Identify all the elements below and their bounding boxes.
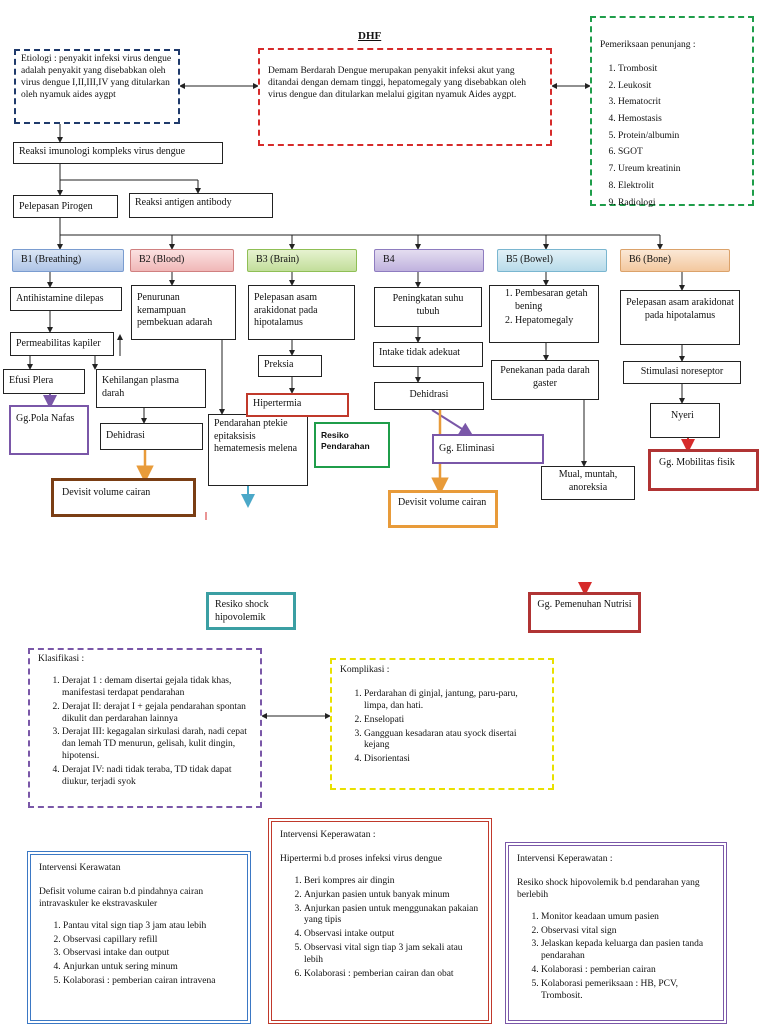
pelepasan-pirogen-box: Pelepasan Pirogen [13,195,118,218]
penunjang-title: Pemeriksaan penunjang : [600,40,696,50]
list-item: Observasi capillary refill [63,935,239,947]
mual-box: Mual, muntah, anoreksia [541,466,635,500]
klasifikasi-title: Klasifikasi : [38,654,85,664]
diagram-title: DHF [358,30,382,44]
list-item: Enselopati [364,715,544,727]
list-item: Ureum kreatinin [618,162,744,177]
list-item: Anjurkan untuk sering minum [63,962,239,974]
nutrisi-box: Gg. Pemenuhan Nutrisi [528,592,641,633]
header-b6: B6 (Bone) [620,249,730,272]
intervensi-1-title: Intervensi Kerawatan [39,863,121,873]
klasifikasi-box: Klasifikasi : Derajat 1 : demam disertai… [28,648,262,808]
list-item: Leukosit [618,79,744,94]
list-item: Elektrolit [618,179,744,194]
antihistamine-box: Antihistamine dilepas [10,287,122,311]
intervensi-3-title: Intervensi Keperawatan : [517,854,613,864]
list-item: Observasi intake dan output [63,948,239,960]
list-item: Hepatomegaly [515,315,595,328]
list-item: Observasi vital sign tiap 3 jam sekali a… [304,943,480,967]
nyeri-box: Nyeri [650,403,720,438]
eliminasi-box: Gg. Eliminasi [432,434,544,464]
list-item: Observasi intake output [304,929,480,941]
intervensi-1-list: Pantau vital sign tiap 3 jam atau lebihO… [39,921,239,988]
list-item: Radiologi [618,196,744,211]
mobilitas-box: Gg. Mobilitas fisik [648,449,759,491]
komplikasi-box: Komplikasi : Perdarahan di ginjal, jantu… [330,658,554,790]
list-item: Jelaskan kepada keluarga dan pasien tand… [541,939,715,963]
penunjang-box: Pemeriksaan penunjang : TrombositLeukosi… [590,16,754,208]
definisi-box: Demam Berdarah Dengue merupakan penyakit… [258,48,552,146]
definisi-text: Demam Berdarah Dengue merupakan penyakit… [268,66,527,100]
preksia-box: Preksia [258,355,322,377]
efusi-box: Efusi Plera [3,369,85,394]
list-item: Anjurkan pasien untuk menggunakan pakaia… [304,904,480,928]
list-item: Monitor keadaan umum pasien [541,912,715,924]
list-item: Pembesaran getah bening [515,288,595,313]
penurunan-box: Penurunan kemampuan pembekuan adarah [131,285,236,340]
intervensi-2-box: Intervensi Keperawatan : Hipertermi b.d … [268,818,492,1024]
list-item: Beri kompres air dingin [304,876,480,888]
intervensi-3-list: Monitor keadaan umum pasienObservasi vit… [517,912,715,1003]
reaksi-antigen-box: Reaksi antigen antibody [129,193,273,218]
pelepasan-asam-b3-box: Pelepasan asam arakidonat pada hipotalam… [248,285,355,340]
header-b4: B4 [374,249,484,272]
reaksi-imunologi-box: Reaksi imunologi kompleks virus dengue [13,142,223,164]
list-item: Derajat 1 : demam disertai gejala tidak … [62,676,252,700]
list-item: Observasi vital sign [541,926,715,938]
header-b3: B3 (Brain) [247,249,357,272]
intervensi-3-box: Intervensi Keperawatan : Resiko shock hi… [505,842,727,1024]
intervensi-2-list: Beri kompres air dinginAnjurkan pasien u… [280,876,480,981]
list-item: Hemostasis [618,112,744,127]
list-item: Kolaborasi pemeriksaan : HB, PCV, Trombo… [541,979,715,1003]
dehidrasi-b4-box: Dehidrasi [374,382,484,410]
klasifikasi-list: Derajat 1 : demam disertai gejala tidak … [38,676,252,789]
list-item: Disorientasi [364,754,544,766]
resiko-shock-box: Resiko shock hipovolemik [206,592,296,630]
etiologi-box: Etiologi : penyakit infeksi virus dengue… [14,49,180,124]
kehilangan-plasma-box: Kehilangan plasma darah [96,369,206,408]
list-item: Derajat IV: nadi tidak teraba, TD tidak … [62,765,252,789]
list-item: Derajat III: kegagalan sirkulasi darah, … [62,727,252,763]
hipertermia-box: Hipertermia [246,393,349,417]
list-item: Hematocrit [618,95,744,110]
komplikasi-list: Perdarahan di ginjal, jantung, paru-paru… [340,689,544,766]
b5-findings-box: Pembesaran getah beningHepatomegaly [489,285,599,343]
penunjang-list: TrombositLeukositHematocritHemostasisPro… [600,62,744,210]
intervensi-1-diagnosis: Defisit volume cairan b.d pindahnya cair… [39,886,204,909]
list-item: Protein/albumin [618,129,744,144]
b5-findings-list: Pembesaran getah beningHepatomegaly [493,288,595,328]
list-item: Anjurkan pasien untuk banyak minum [304,890,480,902]
list-item: Kolaborasi : pemberian cairan dan obat [304,969,480,981]
header-b1: B1 (Breathing) [12,249,124,272]
intervensi-3-diagnosis: Resiko shock hipovolemik b.d pendarahan … [517,877,700,900]
header-b2: B2 (Blood) [130,249,234,272]
list-item: Gangguan kesadaran atau syock disertai k… [364,729,544,753]
dehidrasi-b2-box: Dehidrasi [100,423,203,450]
list-item: Pantau vital sign tiap 3 jam atau lebih [63,921,239,933]
intake-box: Intake tidak adekuat [373,342,483,367]
pola-nafas-box: Gg.Pola Nafas [9,405,89,455]
header-b5: B5 (Bowel) [497,249,607,272]
peningkatan-suhu-box: Peningkatan suhu tubuh [374,287,482,327]
list-item: Perdarahan di ginjal, jantung, paru-paru… [364,689,544,713]
penekanan-box: Penekanan pada darah gaster [491,360,599,400]
stimulasi-box: Stimulasi noreseptor [623,361,741,384]
list-item: Kolaborasi : pemberian cairan [541,965,715,977]
pendarahan-box: Pendarahan ptekie epitaksisis hematemesi… [208,414,308,486]
list-item: SGOT [618,145,744,160]
devisit-b2-box: Devisit volume cairan [51,478,196,517]
devisit-b4-box: Devisit volume cairan [388,490,498,528]
pelepasan-asam-b6-box: Pelepasan asam arakidonat pada hipotalam… [620,290,740,345]
list-item: Derajat II: derajat I + gejala pendaraha… [62,702,252,726]
intervensi-1-box: Intervensi Kerawatan Defisit volume cair… [27,851,251,1024]
intervensi-2-title: Intervensi Keperawatan : [280,830,376,840]
komplikasi-title: Komplikasi : [340,665,390,675]
permeabilitas-box: Permeabilitas kapiler [10,332,114,356]
resiko-pendarahan-box: Resiko Pendarahan [314,422,390,468]
etiologi-text: Etiologi : penyakit infeksi virus dengue… [21,54,172,100]
intervensi-2-diagnosis: Hipertermi b.d proses infeksi virus deng… [280,853,442,864]
list-item: Trombosit [618,62,744,77]
list-item: Kolaborasi : pemberian cairan intravena [63,976,239,988]
